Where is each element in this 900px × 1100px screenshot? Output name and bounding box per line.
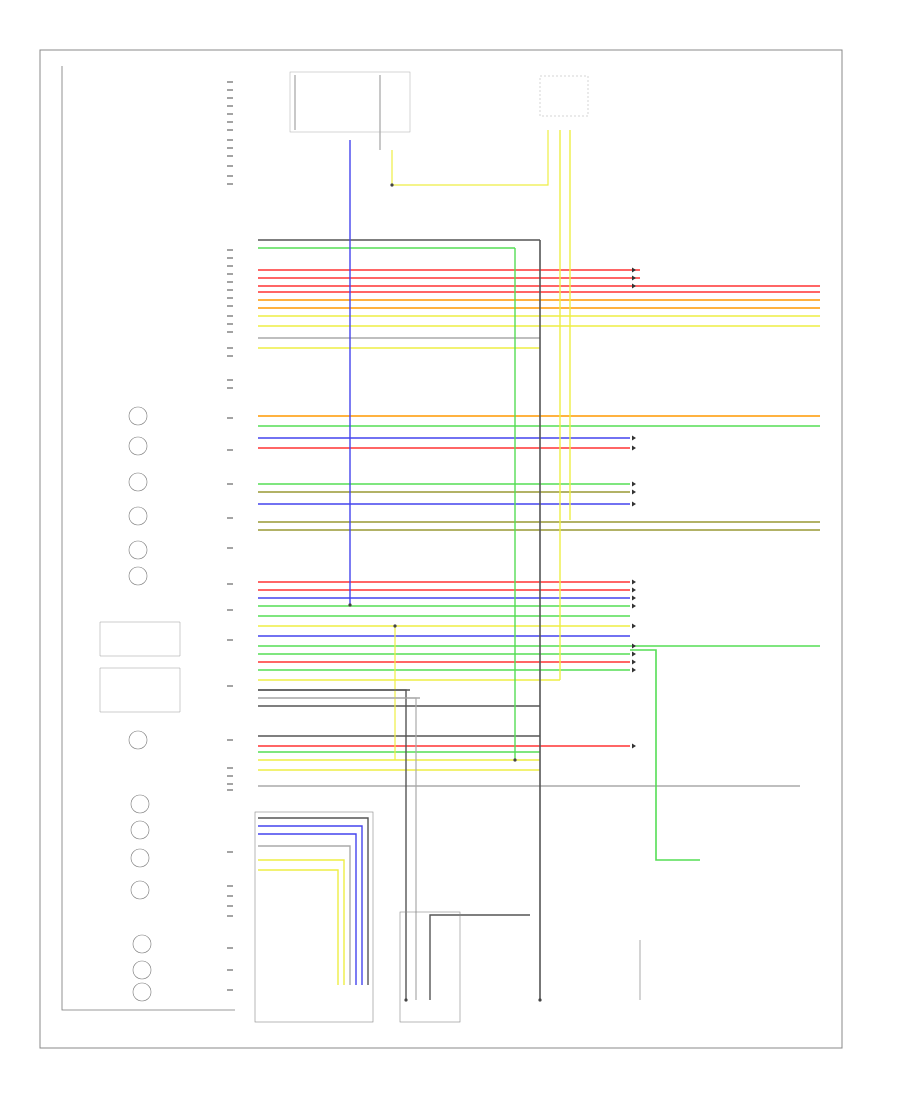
branch-arrow-icon [632, 595, 636, 601]
gauge-symbol [128, 472, 148, 492]
symbol-group [99, 81, 636, 1002]
splice-dot [404, 998, 408, 1002]
gauge-symbol [132, 982, 152, 1002]
gauge-symbol [128, 566, 148, 586]
gray-wire [258, 697, 417, 1000]
gauge-symbol [130, 794, 150, 814]
connector-wire [258, 845, 351, 985]
module-box [99, 667, 181, 713]
connector-wire [258, 825, 363, 985]
gauge-symbol [130, 880, 150, 900]
connector-block-top-right [539, 75, 589, 117]
connector-block-top [289, 71, 411, 133]
gauge-symbol [128, 730, 148, 750]
green-wire [630, 649, 700, 861]
connector-wire [258, 859, 345, 985]
connector-wire [258, 869, 339, 985]
gauge-symbol [132, 960, 152, 980]
branch-arrow-icon [632, 481, 636, 487]
instrument-cluster-outline [61, 66, 235, 1011]
black-wire [429, 914, 530, 1000]
branch-arrow-icon [632, 275, 636, 281]
yellow-feed-wire [392, 130, 549, 186]
gauge-symbol [130, 848, 150, 868]
wire-group [258, 75, 820, 1000]
branch-arrow-icon [632, 501, 636, 507]
connector-block-mid [399, 911, 461, 1023]
splice-dot [390, 183, 394, 187]
gauge-symbol [128, 406, 148, 426]
branch-arrow-icon [632, 445, 636, 451]
diagram-border [39, 49, 843, 1049]
splice-dot [538, 998, 542, 1002]
splice-dot [348, 603, 352, 607]
gauge-symbol [128, 506, 148, 526]
connector-wire [258, 833, 357, 985]
branch-arrow-icon [632, 659, 636, 665]
branch-arrow-icon [632, 643, 636, 649]
branch-arrow-icon [632, 587, 636, 593]
splice-dot [393, 624, 397, 628]
branch-arrow-icon [632, 603, 636, 609]
branch-arrow-icon [632, 667, 636, 673]
branch-arrow-icon [632, 283, 636, 289]
branch-arrow-icon [632, 267, 636, 273]
branch-arrow-icon [632, 651, 636, 657]
gauge-symbol [128, 540, 148, 560]
branch-arrow-icon [632, 743, 636, 749]
branch-arrow-icon [632, 489, 636, 495]
branch-arrow-icon [632, 623, 636, 629]
branch-arrow-icon [632, 435, 636, 441]
module-box [99, 621, 181, 657]
connector-block-left [254, 811, 374, 1023]
gauge-symbol [132, 934, 152, 954]
connector-wire [258, 817, 369, 985]
black-wire [258, 689, 407, 1000]
gauge-symbol [130, 820, 150, 840]
branch-arrow-icon [632, 579, 636, 585]
gauge-symbol [128, 436, 148, 456]
splice-dot [513, 758, 517, 762]
